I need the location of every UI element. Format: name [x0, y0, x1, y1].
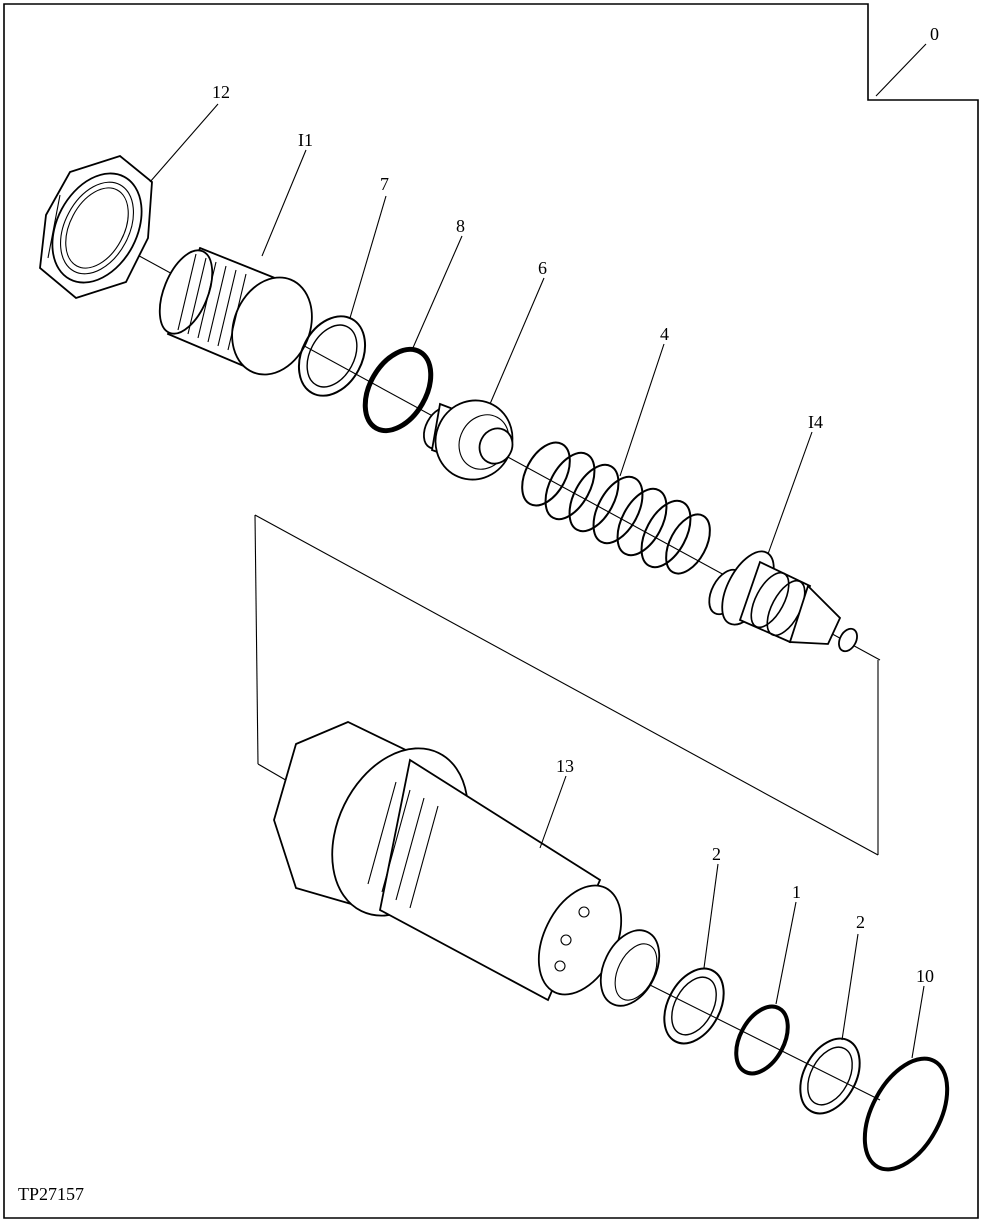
part-7-washer: [297, 315, 367, 397]
page-frame: [3, 3, 979, 1219]
callout-label-13: 13: [556, 756, 574, 776]
callout-label-2a: 2: [712, 844, 721, 864]
callout-leader-8: [411, 235, 463, 351]
callout-label-1: 1: [792, 882, 801, 902]
part-4-coil-spring: [521, 441, 711, 575]
callout-label-6: 6: [538, 258, 547, 278]
callout-leader-11: [261, 149, 307, 257]
callout-label-12: 12: [212, 82, 230, 102]
callout-leader-6: [489, 277, 545, 405]
part-1-o-ring: [734, 1004, 790, 1076]
callout-leader-10: [911, 985, 925, 1059]
callout-leader-1: [775, 901, 797, 1005]
part-13-valve-body: [273, 721, 661, 1007]
assembly-bracket-left: [254, 514, 259, 765]
part-2-backup-ring-lower: [799, 1037, 861, 1115]
callout-label-8: 8: [456, 216, 465, 236]
part-14-poppet: [708, 550, 858, 653]
callout-label-11: I1: [298, 130, 313, 150]
part-6-spring-seat: [422, 399, 514, 481]
callout-leader-13: [539, 775, 567, 849]
part-10-o-ring: [862, 1056, 950, 1172]
callout-leader-2b: [841, 933, 859, 1041]
part-11-threaded-plug: [158, 246, 313, 376]
callout-leader-2a: [703, 863, 719, 969]
part-2-backup-ring-upper: [663, 967, 725, 1045]
callout-leader-12: [149, 103, 219, 183]
assembly-bracket-top: [254, 514, 879, 856]
callout-leader-14: [767, 431, 813, 555]
callout-label-14: I4: [808, 412, 823, 432]
callout-label-10: 10: [916, 966, 934, 986]
callout-leader-0: [875, 43, 927, 97]
figure-id-label: TP27157: [18, 1184, 84, 1204]
callout-leader-7: [349, 195, 387, 319]
callout-label-4: 4: [660, 324, 669, 344]
callout-label-0: 0: [930, 24, 939, 44]
part-12-hex-nut: [39, 154, 153, 300]
callout-label-2b: 2: [856, 912, 865, 932]
part-8-o-ring: [362, 346, 434, 434]
callout-leader-4: [619, 343, 665, 477]
callout-label-7: 7: [380, 174, 389, 194]
